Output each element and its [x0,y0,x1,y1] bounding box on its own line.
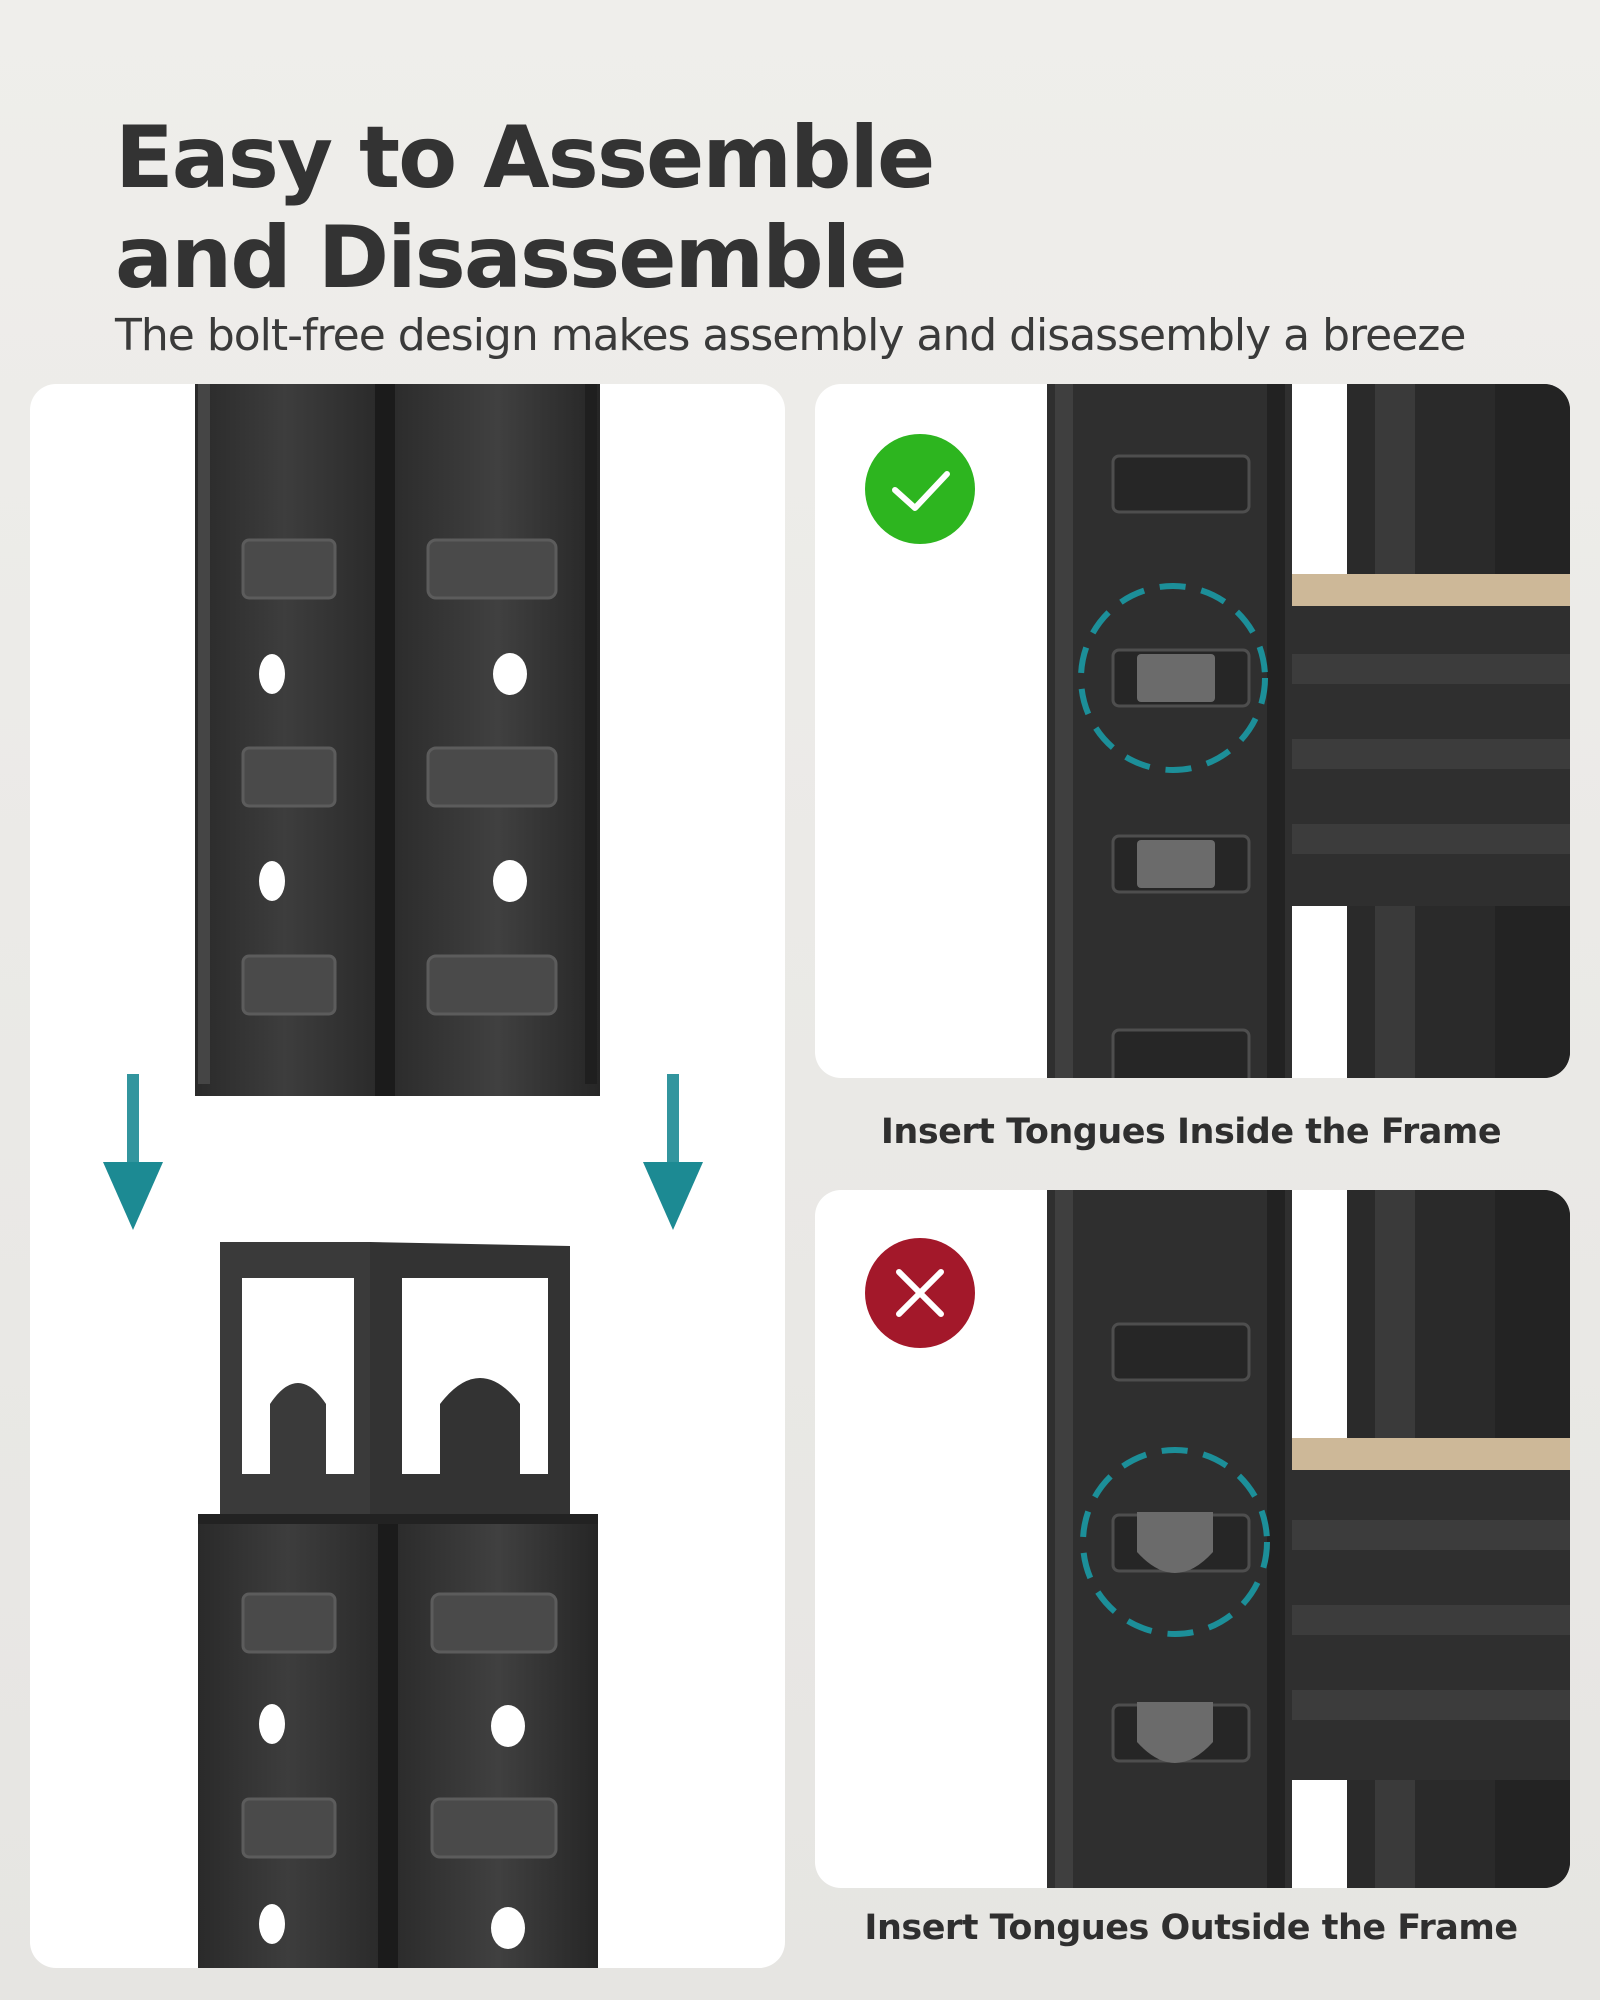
arrow-down-icon-left [103,1074,163,1230]
incorrect-method-caption: Insert Tongues Outside the Frame [864,1908,1518,1948]
incorrect-badge [865,1238,975,1348]
page-subtitle: The bolt-free design makes assembly and … [115,310,1466,361]
title-line-1: Easy to Assemble [115,108,935,208]
title-line-2: and Disassemble [115,208,908,308]
correct-method-illustration [1047,384,1570,1078]
correct-method-panel [815,384,1570,1078]
correct-method-caption: Insert Tongues Inside the Frame [880,1112,1502,1152]
checkmark-icon [892,471,950,511]
arrow-down-icon-right [643,1074,703,1230]
correct-badge [865,434,975,544]
incorrect-method-illustration [1047,1190,1570,1888]
assembly-panel [30,384,785,1968]
assembly-illustration [103,384,703,1968]
incorrect-method-panel [815,1190,1570,1888]
cross-icon [896,1269,944,1317]
lower-post [198,1242,598,1968]
page-title: Easy to Assemble and Disassemble [115,108,1315,308]
upper-post [195,384,600,1096]
